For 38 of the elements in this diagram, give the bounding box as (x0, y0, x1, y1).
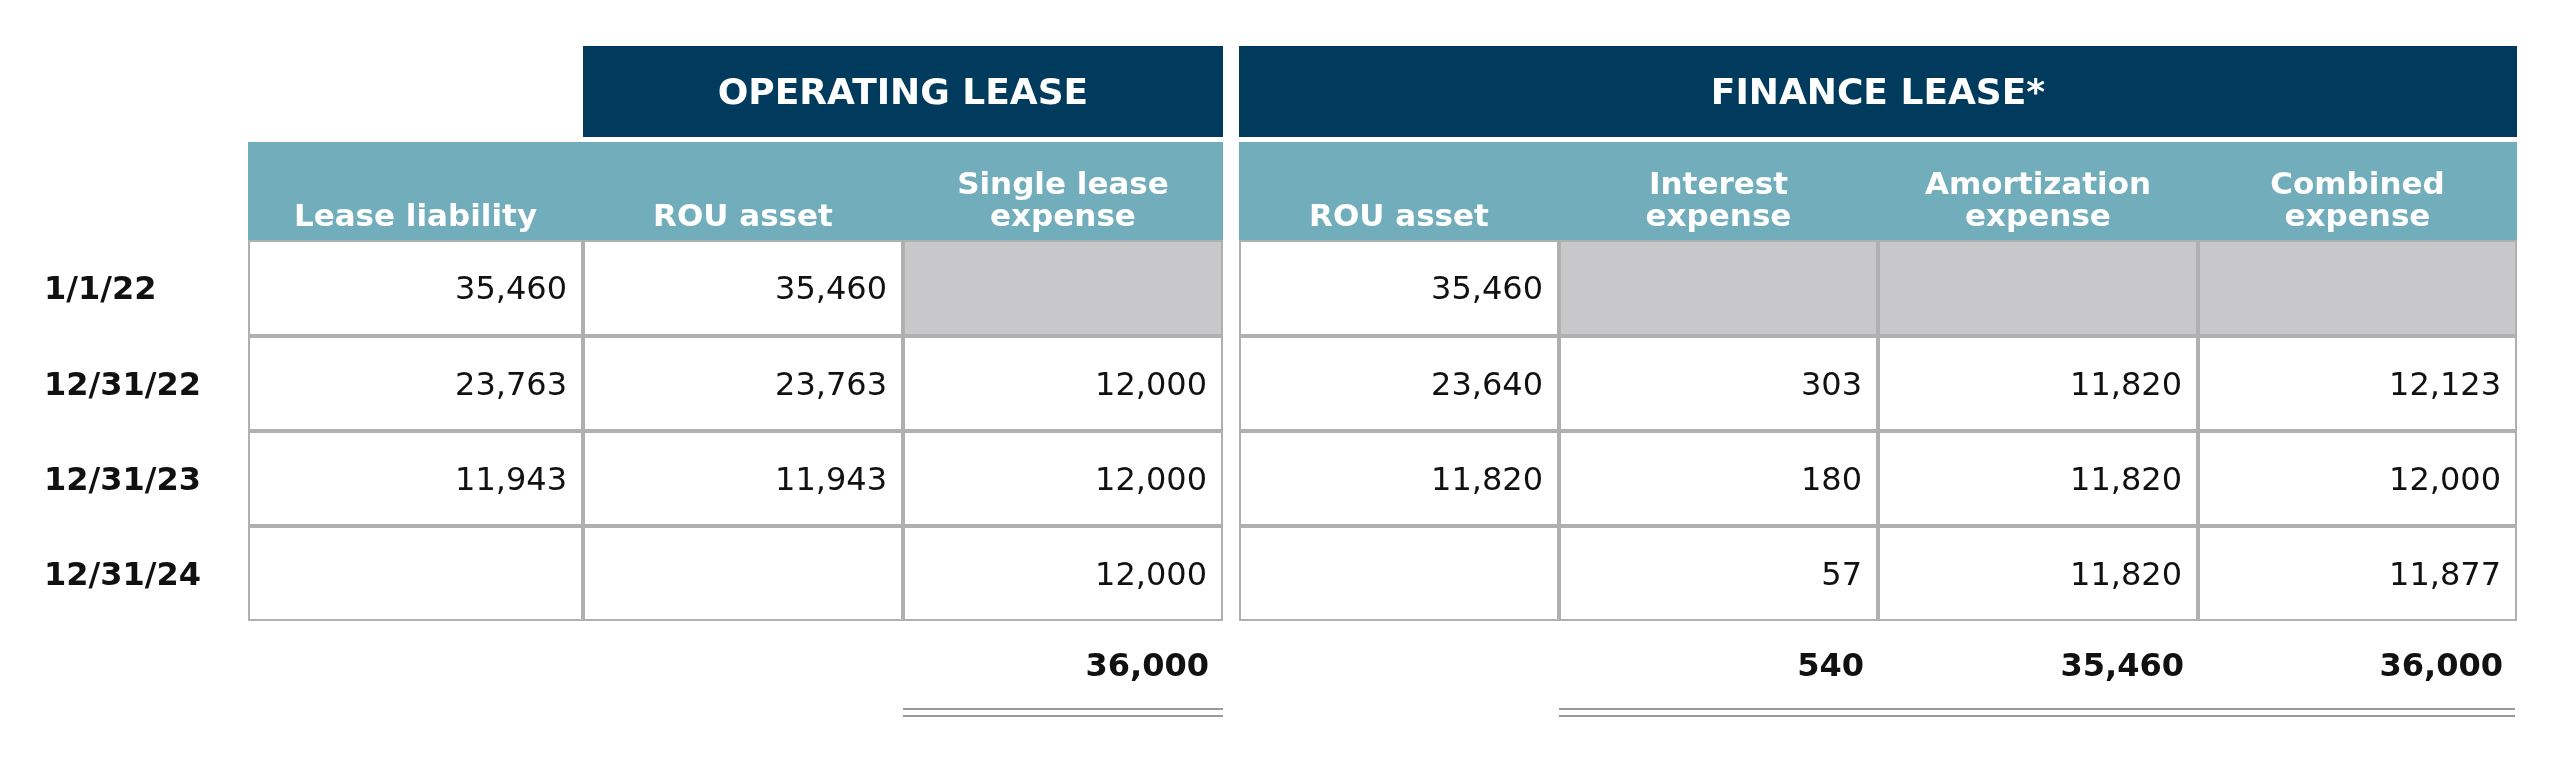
value-cell: 35,460 (1239, 240, 1559, 336)
value-cell: 303 (1559, 336, 1878, 431)
value-cell: 11,820 (1239, 431, 1559, 526)
total-value: 35,460 (2059, 645, 2185, 686)
value-cell: 11,877 (2198, 526, 2517, 621)
column-header: ROU asset (1239, 142, 1559, 240)
column-header: Interest expense (1559, 142, 1878, 240)
value-cell: 11,943 (583, 431, 903, 526)
value-cell: 12,000 (2198, 431, 2517, 526)
column-header: Single lease expense (903, 142, 1223, 240)
value-cell: 23,763 (583, 336, 903, 431)
value-cell: 23,640 (1239, 336, 1559, 431)
value-cell: 57 (1559, 526, 1878, 621)
value-cell: 12,000 (903, 526, 1223, 621)
group-header: OPERATING LEASE (583, 46, 1223, 137)
value-cell: 35,460 (248, 240, 583, 336)
value-cell: 12,123 (2198, 336, 2517, 431)
date-label: 12/31/23 (43, 458, 202, 500)
value-cell: 11,820 (1878, 526, 2198, 621)
column-header: ROU asset (583, 142, 903, 240)
column-header: Amortization expense (1878, 142, 2198, 240)
value-cell: 11,820 (1878, 431, 2198, 526)
value-cell: 12,000 (903, 431, 1223, 526)
value-cell: 35,460 (583, 240, 903, 336)
column-header: Lease liability (248, 142, 583, 240)
value-cell: 180 (1559, 431, 1878, 526)
date-label: 12/31/24 (43, 553, 202, 595)
value-cell: 12,000 (903, 336, 1223, 431)
total-value: 36,000 (1084, 645, 1210, 686)
column-header: Combined expense (2198, 142, 2517, 240)
value-cell: 11,943 (248, 431, 583, 526)
date-label: 1/1/22 (43, 268, 158, 309)
value-cell: 11,820 (1878, 336, 2198, 431)
date-label: 12/31/22 (43, 363, 202, 405)
total-value: 36,000 (2378, 645, 2504, 686)
group-header: FINANCE LEASE* (1239, 46, 2517, 137)
value-cell: 23,763 (248, 336, 583, 431)
total-value: 540 (1796, 645, 1865, 686)
